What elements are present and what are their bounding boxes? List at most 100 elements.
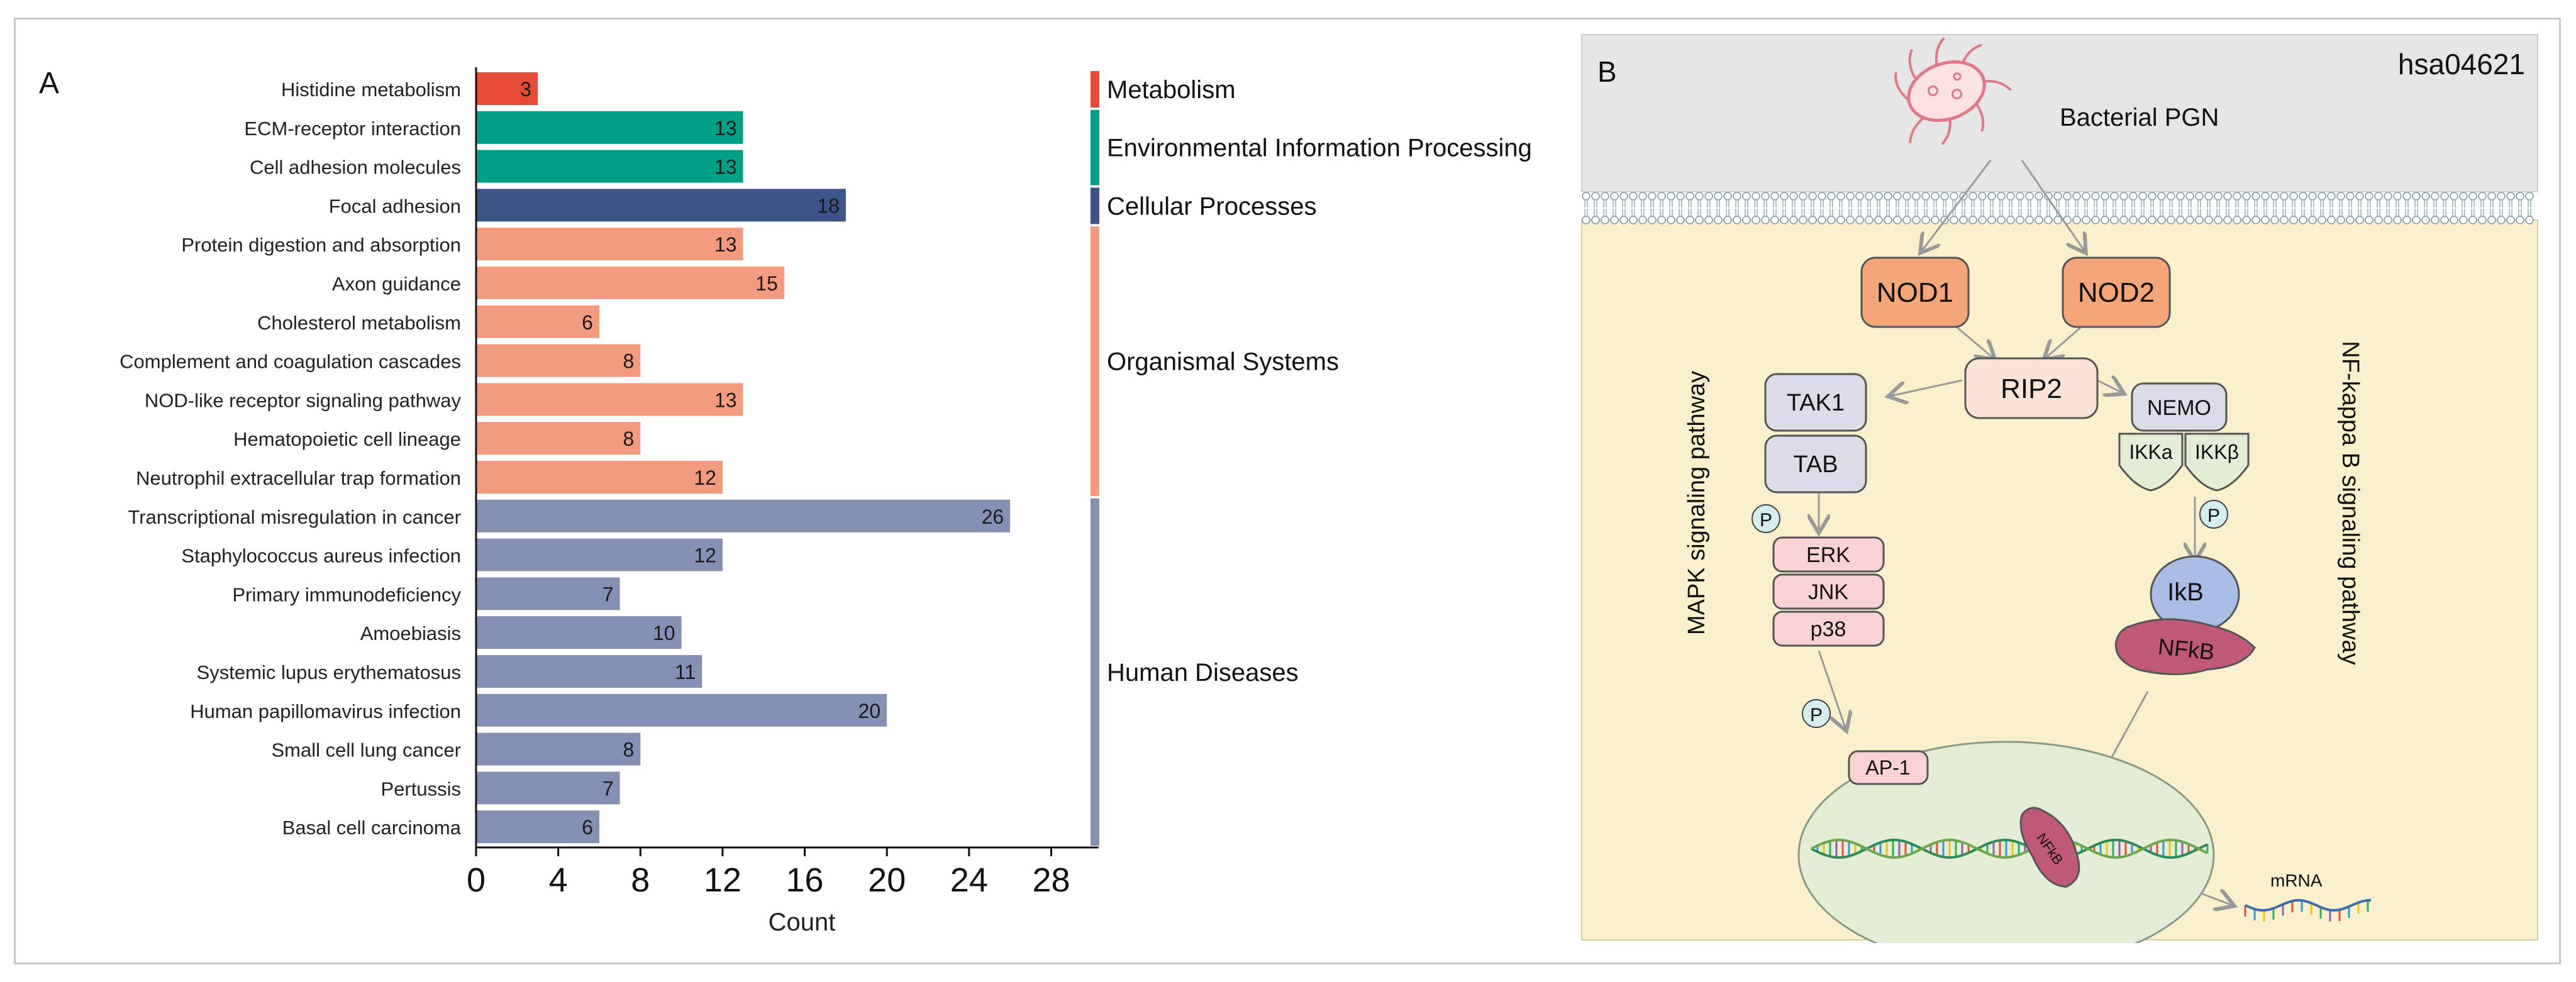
value-label: 12 [694,466,716,489]
value-label: 8 [623,739,634,761]
value-label: 7 [602,777,614,800]
nemo-node: NEMO [2131,382,2228,432]
value-label: 13 [714,156,737,179]
bacterium-icon [1894,37,2012,145]
p38-node: p38 [1772,610,1885,647]
group-label: Metabolism [1107,76,1236,104]
pathway-id: hsa04621 [2398,48,2525,80]
value-label: 10 [653,622,675,644]
value-label: 12 [694,544,716,567]
group-label: Human Diseases [1107,659,1299,687]
svg-text:IkB: IkB [2167,578,2204,606]
bar [476,771,620,805]
value-label: 11 [675,661,696,683]
x-tick-label: 4 [549,861,568,899]
category-label: Cholesterol metabolism [257,312,461,334]
category-label: ECM-receptor interaction [244,118,461,140]
category-label: NOD-like receptor signaling pathway [145,389,462,411]
nfkb-dna-bound: NFkB [2019,807,2080,888]
panel-label-b: B [1597,55,1617,88]
nod2-node: NOD2 [2062,257,2171,328]
bar [476,616,682,649]
nfkb-pathway-label: NF-kappa B signaling pathway [2337,341,2363,665]
bar [476,150,743,183]
svg-text:RIP2: RIP2 [2001,373,2062,404]
svg-text:JNK: JNK [1808,580,1849,604]
svg-text:p38: p38 [1811,617,1846,641]
group-strip [1091,71,1099,108]
bar [476,72,538,105]
ikkb-node: IKKβ [2184,433,2250,492]
bar [476,461,723,494]
panel-label-a: A [39,67,59,100]
category-label: Transcriptional misregulation in cancer [128,506,461,528]
category-label: Staphylococcus aureus infection [181,545,461,567]
value-label: 20 [858,700,881,722]
erk-node: ERK [1772,536,1885,573]
value-label: 3 [520,78,531,101]
category-label: Cell adhesion molecules [250,157,461,179]
category-label: Primary immunodeficiency [233,583,462,605]
bar [476,499,1011,532]
rip2-node: RIP2 [1964,357,2099,419]
tak1-node: TAK1 [1764,373,1867,432]
value-label: 6 [582,311,593,334]
category-label: Axon guidance [332,273,461,295]
pathway-diagram-panel-b: B hsa04621 Bacterial PGN NOD1 NOD2 RIP2 [1581,34,2538,943]
value-label: 8 [623,428,634,450]
value-label: 13 [714,389,737,411]
bar [476,655,702,688]
x-tick-label: 8 [631,861,650,899]
x-tick-label: 20 [868,861,906,899]
group-strip [1091,226,1099,496]
bar [476,577,620,610]
nod1-node: NOD1 [1860,257,1970,328]
phospho-icon: P [1802,699,1831,728]
category-label: Neutrophil extracellular trap formation [136,467,461,489]
category-label: Systemic lupus erythematosus [197,661,461,683]
ap1-node: AP-1 [1848,750,1929,785]
category-label: Histidine metabolism [281,79,461,101]
value-label: 13 [714,233,737,256]
svg-text:P: P [2207,505,2220,526]
group-strip [1091,498,1099,846]
group-strip [1091,109,1099,185]
bar [476,267,784,299]
category-label: Small cell lung cancer [271,739,461,761]
x-tick-label: 28 [1032,861,1070,899]
tab-node: TAB [1764,434,1867,494]
svg-text:AP-1: AP-1 [1865,756,1910,779]
x-axis-label: Count [769,908,836,936]
category-label: Amoebiasis [360,622,461,644]
phospho-icon: P [2199,500,2228,529]
mapk-pathway-label: MAPK signaling pathway [1684,371,1710,635]
svg-text:P: P [1810,705,1823,725]
bars-group [476,72,1011,844]
phospho-icon: P [1752,504,1780,533]
bar [476,422,641,455]
category-label: Pertussis [381,778,461,800]
x-tick-label: 12 [704,861,741,899]
bar [476,693,887,727]
dna-helix-icon [1811,838,2209,859]
value-label: 8 [623,350,634,373]
ikka-node: IKKa [2118,433,2184,492]
value-label: 15 [755,272,778,295]
svg-text:ERK: ERK [1806,543,1850,567]
svg-text:NOD2: NOD2 [2078,277,2155,308]
svg-text:NEMO: NEMO [2147,396,2211,420]
category-label: Human papillomavirus infection [190,700,461,722]
group-label: Environmental Information Processing [1107,135,1532,162]
x-tick-label: 24 [950,861,988,899]
value-label: 18 [817,194,840,217]
value-label: 7 [602,583,614,605]
category-label: Focal adhesion [329,195,461,217]
extracellular-space [1581,34,2538,192]
svg-text:NOD1: NOD1 [1877,277,1953,308]
value-label: 13 [714,117,737,140]
svg-text:IKKa: IKKa [2129,441,2173,463]
